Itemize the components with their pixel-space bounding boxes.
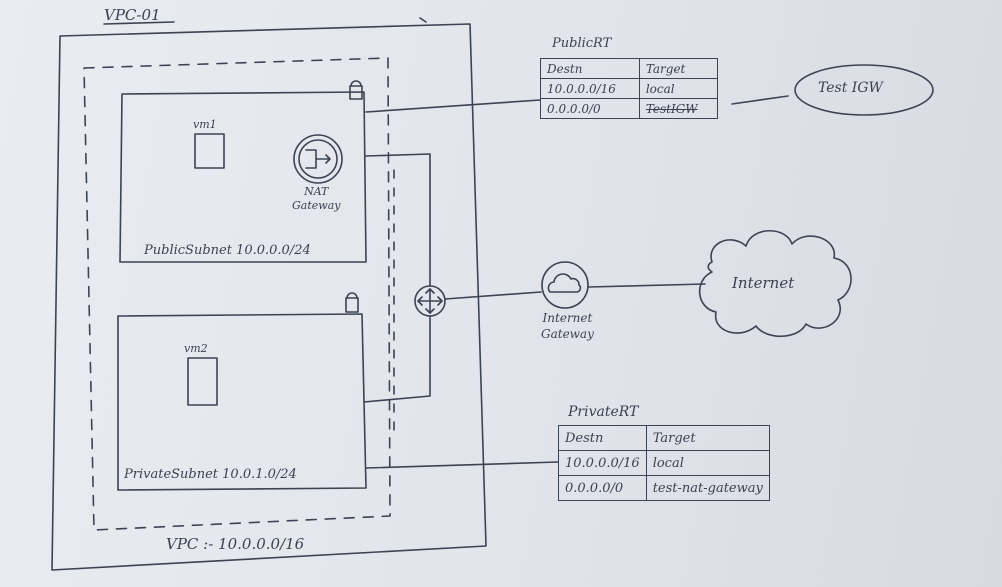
- table-row: 0.0.0.0/0 test-nat-gateway: [558, 475, 770, 501]
- table-row: 0.0.0.0/0 TestIGW: [540, 98, 719, 119]
- internet-label: Internet: [732, 274, 795, 292]
- public-subnet-lock-icon: [349, 80, 363, 100]
- private-subnet-route-line: [363, 315, 431, 403]
- availability-zone-boundary: [83, 57, 391, 531]
- vm2-box: [187, 357, 218, 406]
- table-header-row: Destn Target: [540, 58, 719, 79]
- private-rt-header-target: Target: [645, 425, 770, 451]
- table-cell: local: [638, 78, 719, 99]
- router-to-igw-line: [444, 291, 542, 300]
- internet-gateway-label-line1: Internet: [542, 311, 593, 325]
- public-subnet-route-line: [365, 153, 431, 287]
- test-igw-oval: [794, 64, 934, 116]
- table-header-row: Destn Target: [558, 425, 770, 451]
- vpc-cidr-label: VPC :- 10.0.0.0/16: [166, 535, 305, 553]
- vpc-title-underline: [103, 21, 175, 25]
- router-icon: [414, 285, 446, 317]
- table-cell: 0.0.0.0/0: [558, 475, 647, 501]
- internet-gateway-icon: [541, 261, 589, 309]
- table-cell: 10.0.0.0/16: [558, 450, 647, 476]
- public-rt-table: Destn Target 10.0.0.0/16 local 0.0.0.0/0…: [540, 58, 719, 119]
- internet-gateway-label-line2: Gateway: [541, 327, 594, 341]
- private-subnet-box: [117, 313, 367, 491]
- vm2-label: vm2: [184, 342, 208, 355]
- test-igw-label: Test IGW: [818, 80, 883, 96]
- private-subnet-label: PrivateSubnet 10.0.1.0/24: [124, 467, 297, 482]
- private-rt-title: PrivateRT: [568, 404, 639, 420]
- table-row: 10.0.0.0/16 local: [540, 78, 719, 99]
- internet-gateway-label: Internet Gateway: [541, 310, 594, 342]
- vpc-corner-tick: [419, 17, 427, 23]
- igw-to-internet-line: [588, 283, 706, 288]
- vm1-label: vm1: [193, 118, 217, 131]
- table-row: 10.0.0.0/16 local: [558, 450, 770, 476]
- public-subnet-to-rt-line: [365, 99, 541, 113]
- table-cell: test-nat-gateway: [645, 475, 770, 501]
- vpc-title: VPC-01: [104, 6, 161, 24]
- test-igw-connector: [731, 95, 789, 105]
- private-rt-table: Destn Target 10.0.0.0/16 local 0.0.0.0/0…: [558, 425, 770, 501]
- public-rt-header-dest: Destn: [540, 58, 640, 79]
- nat-gateway-icon: [293, 134, 343, 184]
- table-cell: 10.0.0.0/16: [540, 78, 640, 99]
- table-cell: TestIGW: [638, 98, 719, 119]
- public-subnet-box: [119, 91, 367, 263]
- nat-gateway-label-line1: NAT: [304, 185, 329, 198]
- public-rt-header-target: Target: [638, 58, 719, 79]
- table-cell: 0.0.0.0/0: [540, 98, 640, 119]
- public-rt-title: PublicRT: [552, 36, 612, 51]
- public-subnet-label: PublicSubnet 10.0.0.0/24: [144, 243, 311, 258]
- nat-gateway-label: NAT Gateway: [292, 185, 340, 213]
- vpc-boundary: [51, 23, 487, 571]
- private-rt-header-dest: Destn: [558, 425, 647, 451]
- vm1-box: [194, 133, 225, 169]
- table-cell: local: [645, 450, 770, 476]
- nat-gateway-label-line2: Gateway: [292, 199, 341, 212]
- private-subnet-to-rt-line: [365, 461, 559, 469]
- internet-cloud-shape: [698, 230, 852, 337]
- private-subnet-lock-icon: [345, 292, 359, 313]
